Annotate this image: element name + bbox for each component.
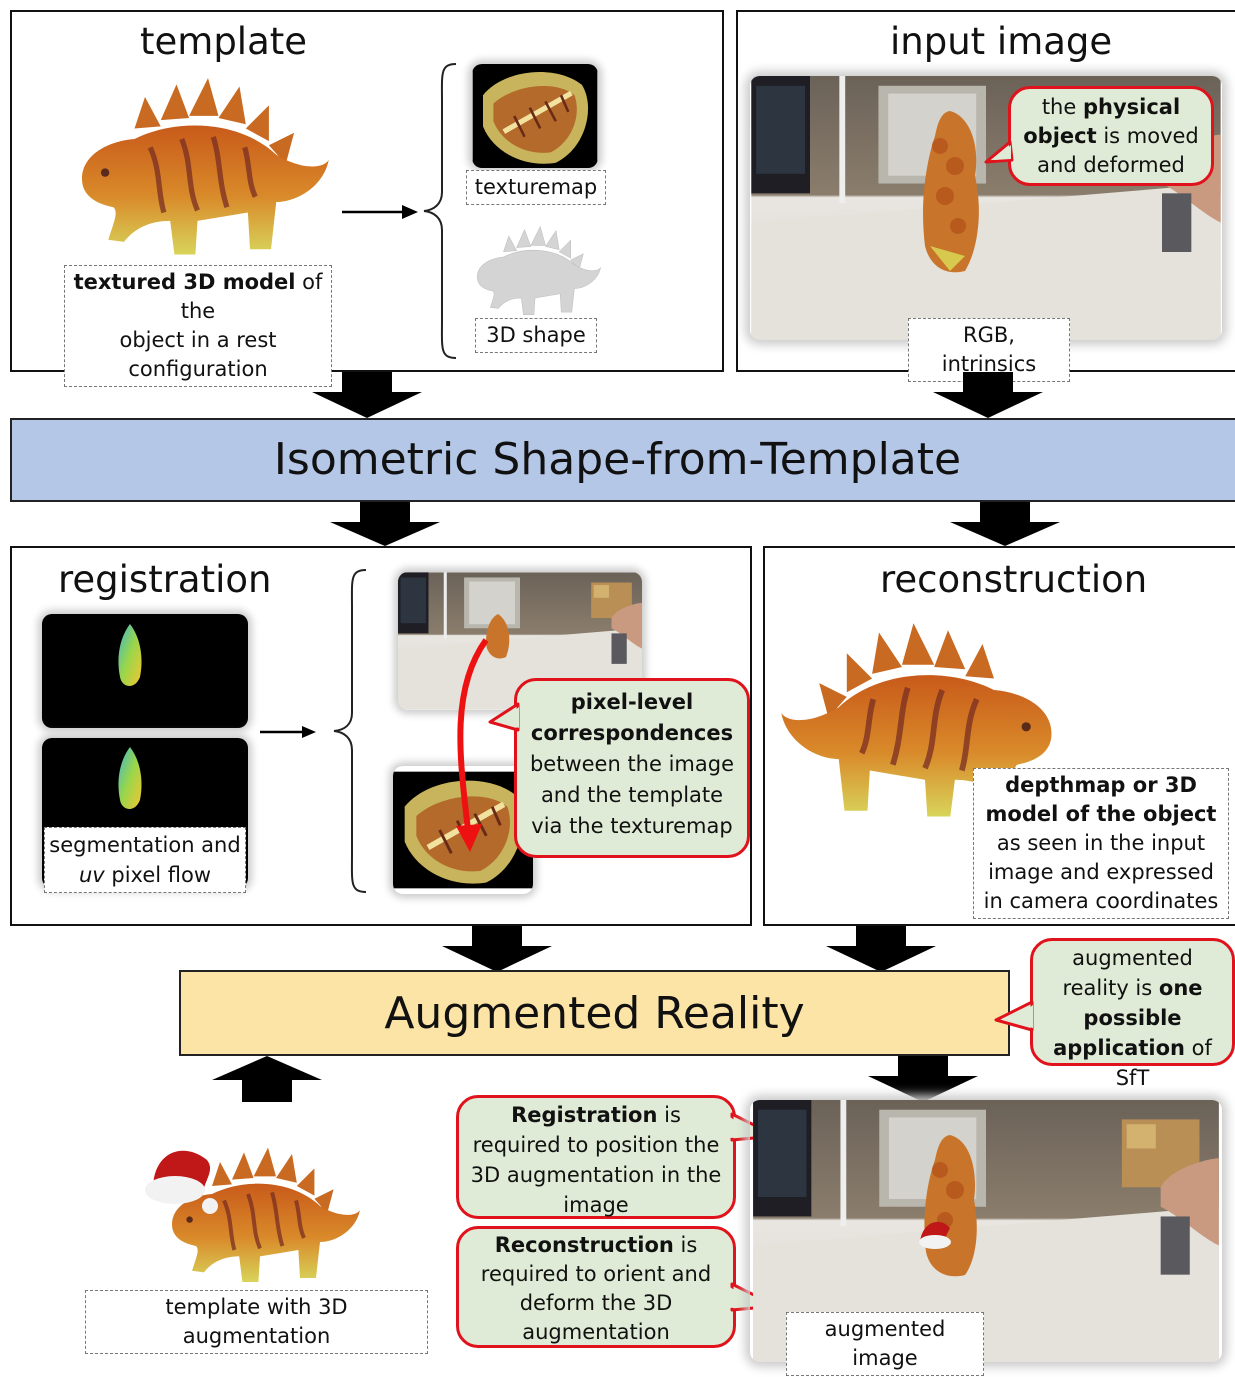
down-arrow-icon: [868, 1056, 978, 1102]
brace-icon: [423, 63, 457, 359]
reconstruction-caption: depthmap or 3D model of the object as se…: [973, 768, 1229, 919]
down-arrow-icon: [933, 372, 1043, 418]
ar-band: Augmented Reality: [179, 970, 1010, 1056]
right-arrow-icon: [342, 205, 418, 219]
down-arrow-icon: [330, 502, 440, 546]
template-with-santa-hat: [145, 1120, 375, 1290]
correspondence-arrow: [456, 638, 489, 852]
texturemap-image: [472, 64, 598, 168]
reconstruction-required-bubble: Reconstruction is required to orient and…: [456, 1226, 736, 1348]
3d-shape-model: [476, 226, 601, 316]
down-arrow-icon: [826, 926, 936, 972]
uv-flow-blob: [118, 747, 142, 810]
template-augmentation-label: template with 3D augmentation: [85, 1290, 428, 1354]
registration-required-bubble: Registration is required to position the…: [456, 1095, 736, 1219]
pixel-correspondences-bubble: pixel-level correspondences between the …: [514, 678, 750, 858]
ar-application-bubble: augmented reality is one possible applic…: [1030, 938, 1235, 1090]
template-panel-title: template: [140, 20, 308, 63]
uv-flow-blob: [118, 624, 142, 687]
reconstruction-title: reconstruction: [880, 558, 1148, 601]
brace-icon: [333, 569, 367, 893]
down-arrow-icon: [442, 926, 552, 972]
down-arrow-icon: [950, 502, 1060, 546]
segmentation-caption: segmentation and uv pixel flow: [44, 827, 246, 893]
deformed-dino: [923, 111, 979, 273]
sft-band: Isometric Shape-from-Template: [10, 418, 1235, 502]
registration-input-photo: [398, 572, 642, 710]
sft-band-label: Isometric Shape-from-Template: [273, 434, 962, 485]
bubble-pointer: [994, 1000, 1034, 1032]
3d-shape-label: 3D shape: [475, 318, 597, 353]
up-arrow-icon: [212, 1056, 322, 1102]
right-arrow-icon: [260, 726, 316, 738]
physical-object-bubble: the physical object is moved and deforme…: [1008, 86, 1214, 186]
texturemap-label: texturemap: [466, 170, 606, 205]
augmented-image-photo: [750, 1100, 1222, 1362]
input-image-title: input image: [890, 20, 1113, 63]
down-arrow-icon: [312, 372, 422, 418]
registration-title: registration: [58, 558, 272, 601]
segmentation-image-top: [42, 614, 248, 728]
model-caption: textured 3D model of the object in a res…: [64, 265, 332, 387]
augmented-image-label: augmented image: [786, 1312, 984, 1376]
bubble-pointer: [488, 702, 520, 732]
rgb-intrinsics-label: RGB, intrinsics: [908, 318, 1070, 382]
bubble-pointer: [984, 140, 1014, 164]
input-photo: [750, 76, 1222, 340]
textured-dino-model: [60, 55, 335, 265]
ar-band-label: Augmented Reality: [384, 988, 805, 1039]
